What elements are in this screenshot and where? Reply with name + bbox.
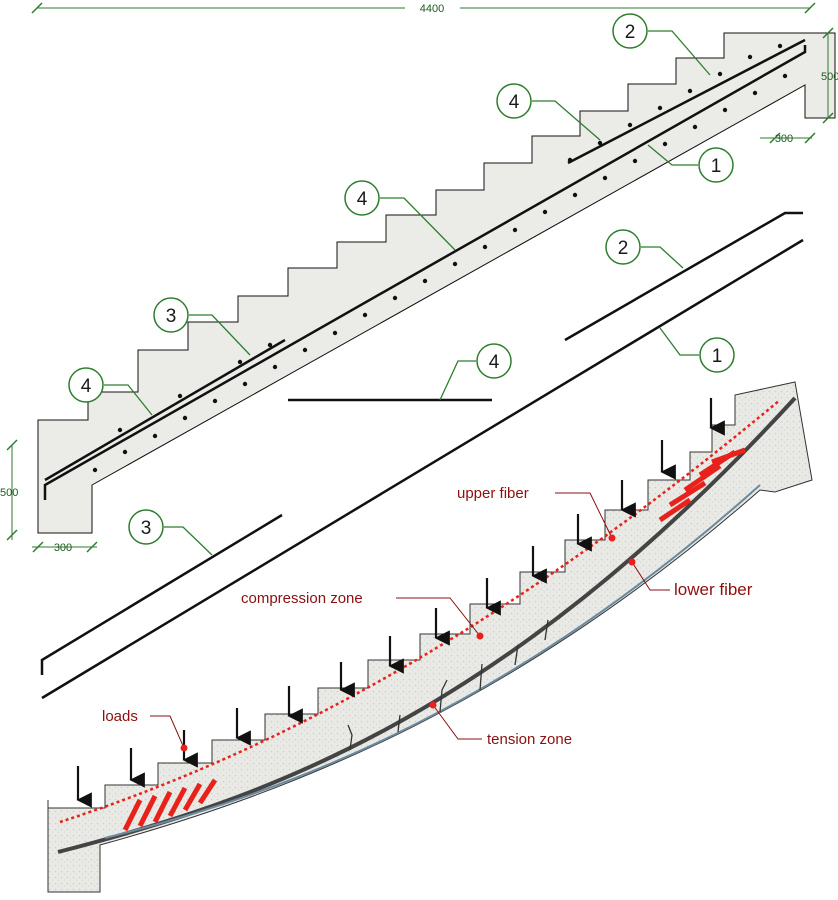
callout-bar-2: 2	[605, 229, 684, 269]
deformed-stair-body	[47, 381, 813, 893]
callout-bar-4: 4	[439, 343, 512, 401]
stair-concrete-profile	[37, 32, 836, 534]
bottom-width-text: 300	[54, 542, 72, 554]
lower-fiber-line	[104, 484, 761, 839]
top-stair-section: 4400 500	[0, 2, 838, 554]
label-lower-fiber: lower fiber	[628, 558, 753, 599]
bottom-left-height-dimension: 500	[0, 439, 18, 541]
callout-bar-3-text: 3	[141, 518, 152, 539]
top-right-width-dimension: 300	[760, 132, 816, 145]
label-upper-fiber: upper fiber	[457, 485, 616, 542]
bottom-height-text: 500	[0, 487, 18, 499]
bar-2-shape	[564, 211, 803, 342]
callout-top-2-text: 2	[625, 22, 636, 43]
total-length-dimension: 4400	[31, 2, 816, 15]
total-length-text: 4400	[420, 3, 444, 15]
load-arrows	[76, 398, 725, 808]
callout-bar-1-text: 1	[712, 346, 723, 367]
upper-fiber-line	[59, 399, 781, 824]
callout-top-4-lower: 4	[68, 367, 153, 416]
bottom-left-width-dimension: 300	[32, 541, 98, 554]
distribution-bar-dots	[92, 43, 788, 473]
loads-text: loads	[102, 708, 138, 725]
callout-top-3-text: 3	[166, 306, 177, 327]
callout-top-1-text: 1	[711, 156, 722, 177]
callout-top-4-upper-text: 4	[509, 92, 520, 113]
red-hatch-right	[658, 447, 746, 523]
top-right-height-dimension: 500	[821, 27, 838, 124]
label-compression-zone: compression zone	[241, 590, 484, 640]
deformed-stair: upper fiber lower fiber compression zone…	[47, 381, 813, 893]
callout-top-4-lower-text: 4	[81, 376, 92, 397]
bar-1-shape	[41, 238, 804, 700]
tension-cracks	[347, 619, 549, 751]
label-tension-zone: tension zone	[429, 701, 572, 748]
top-bar-1	[43, 45, 807, 500]
callout-bar-3: 3	[128, 509, 213, 556]
top-bar-2	[567, 38, 806, 165]
callout-top-2: 2	[612, 13, 711, 76]
callout-top-4-upper: 4	[496, 83, 601, 141]
upper-fiber-text: upper fiber	[457, 485, 529, 502]
top-bar-3	[44, 338, 286, 482]
top-width-text: 300	[775, 133, 793, 145]
callout-bar-1: 1	[659, 327, 735, 373]
top-height-text: 500	[821, 71, 838, 83]
red-hatch-left	[122, 778, 218, 832]
callout-bar-2-text: 2	[618, 238, 629, 259]
bar-3-shape	[40, 513, 283, 675]
tension-zone-text: tension zone	[487, 731, 572, 748]
callout-top-4-middle-text: 4	[357, 189, 368, 210]
compression-zone-text: compression zone	[241, 590, 363, 607]
callout-top-3: 3	[153, 297, 251, 356]
callout-bar-4-text: 4	[489, 352, 500, 373]
bar-schedule: 2 4 1 3	[40, 211, 804, 700]
callout-top-1: 1	[647, 144, 734, 183]
callout-top-4-middle: 4	[344, 180, 456, 251]
label-loads: loads	[102, 708, 188, 752]
lower-fiber-text: lower fiber	[674, 580, 753, 599]
